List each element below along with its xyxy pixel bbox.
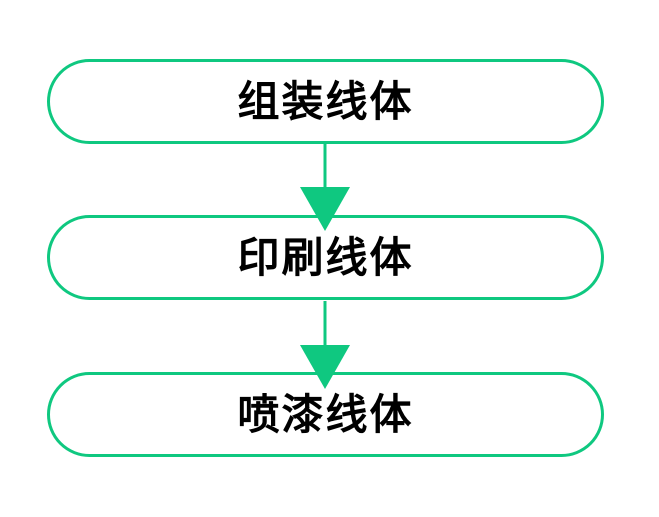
flow-node-label: 印刷线体: [237, 233, 414, 281]
arrow-down-icon: [300, 301, 350, 389]
arrow-down-icon: [300, 143, 350, 231]
flow-node-label: 组装线体: [237, 77, 414, 125]
flow-node-label: 喷漆线体: [237, 390, 414, 438]
flow-node-assembly-line: 组装线体: [47, 59, 604, 144]
